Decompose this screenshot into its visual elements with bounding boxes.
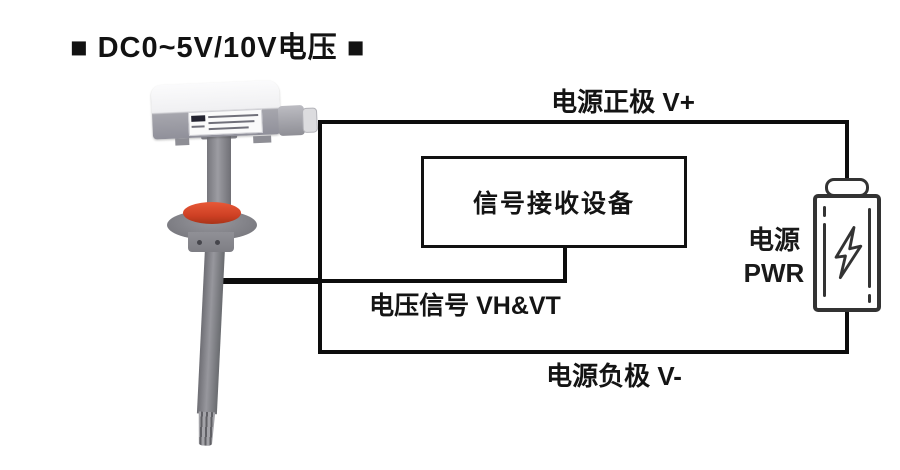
lightning-icon — [834, 226, 863, 280]
wire-battery-top-lead — [845, 120, 849, 184]
power-supply-label-cn: 电源 — [747, 225, 800, 255]
wire-signal-horizontal — [320, 279, 566, 283]
wire-power-positive — [318, 120, 849, 124]
battery-terminal-dash-icon — [823, 223, 826, 297]
sensor-head — [150, 80, 318, 146]
power-supply-label: 电源 PWR — [736, 224, 812, 290]
wire-sensor-lead — [214, 278, 320, 284]
sensor-head-foot — [253, 135, 272, 144]
battery-terminal-dash-icon — [823, 206, 826, 217]
sensor-red-seal-ring — [183, 202, 241, 224]
sensor-flange-bracket — [188, 232, 234, 252]
sensor-probe-filter-tip — [196, 411, 216, 446]
power-supply-label-en: PWR — [743, 258, 805, 288]
signal-receiver-box: 信号接收设备 — [421, 156, 687, 248]
sensor-nameplate — [187, 108, 263, 137]
sensor-head-foot — [175, 138, 190, 146]
label-power-positive: 电源正极 V+ — [551, 87, 695, 117]
battery-terminal-dash-icon — [868, 294, 871, 303]
sensor-probe — [192, 247, 228, 450]
sensor-upper-shaft — [207, 132, 231, 212]
label-power-negative: 电源负极 V- — [546, 361, 682, 391]
page-title: ■ DC0~5V/10V电压 ■ — [70, 32, 366, 64]
sensor-probe-shaft — [196, 247, 225, 415]
battery-terminal-dash-icon — [868, 208, 871, 288]
battery-with-lightning-icon — [813, 194, 881, 312]
cable-gland — [277, 104, 306, 137]
nameplate-text-line — [208, 126, 249, 131]
duct-probe-sensor-image — [149, 76, 322, 147]
bracket-screw-hole — [197, 240, 202, 245]
nameplate-text-line — [191, 125, 205, 128]
wire-left-edge — [318, 120, 322, 354]
wire-power-negative — [318, 350, 849, 354]
wire-signal-vertical — [563, 248, 567, 283]
label-voltage-signal: 电压信号 VH&VT — [369, 292, 561, 320]
bracket-screw-hole — [215, 240, 220, 245]
sensor-logo-mark — [191, 115, 206, 122]
nameplate-text-line — [208, 120, 255, 125]
nameplate-text-line — [208, 113, 259, 119]
wire-battery-bottom-lead — [845, 310, 849, 354]
cable-gland-tip — [301, 107, 318, 134]
signal-receiver-label: 信号接收设备 — [472, 190, 635, 218]
